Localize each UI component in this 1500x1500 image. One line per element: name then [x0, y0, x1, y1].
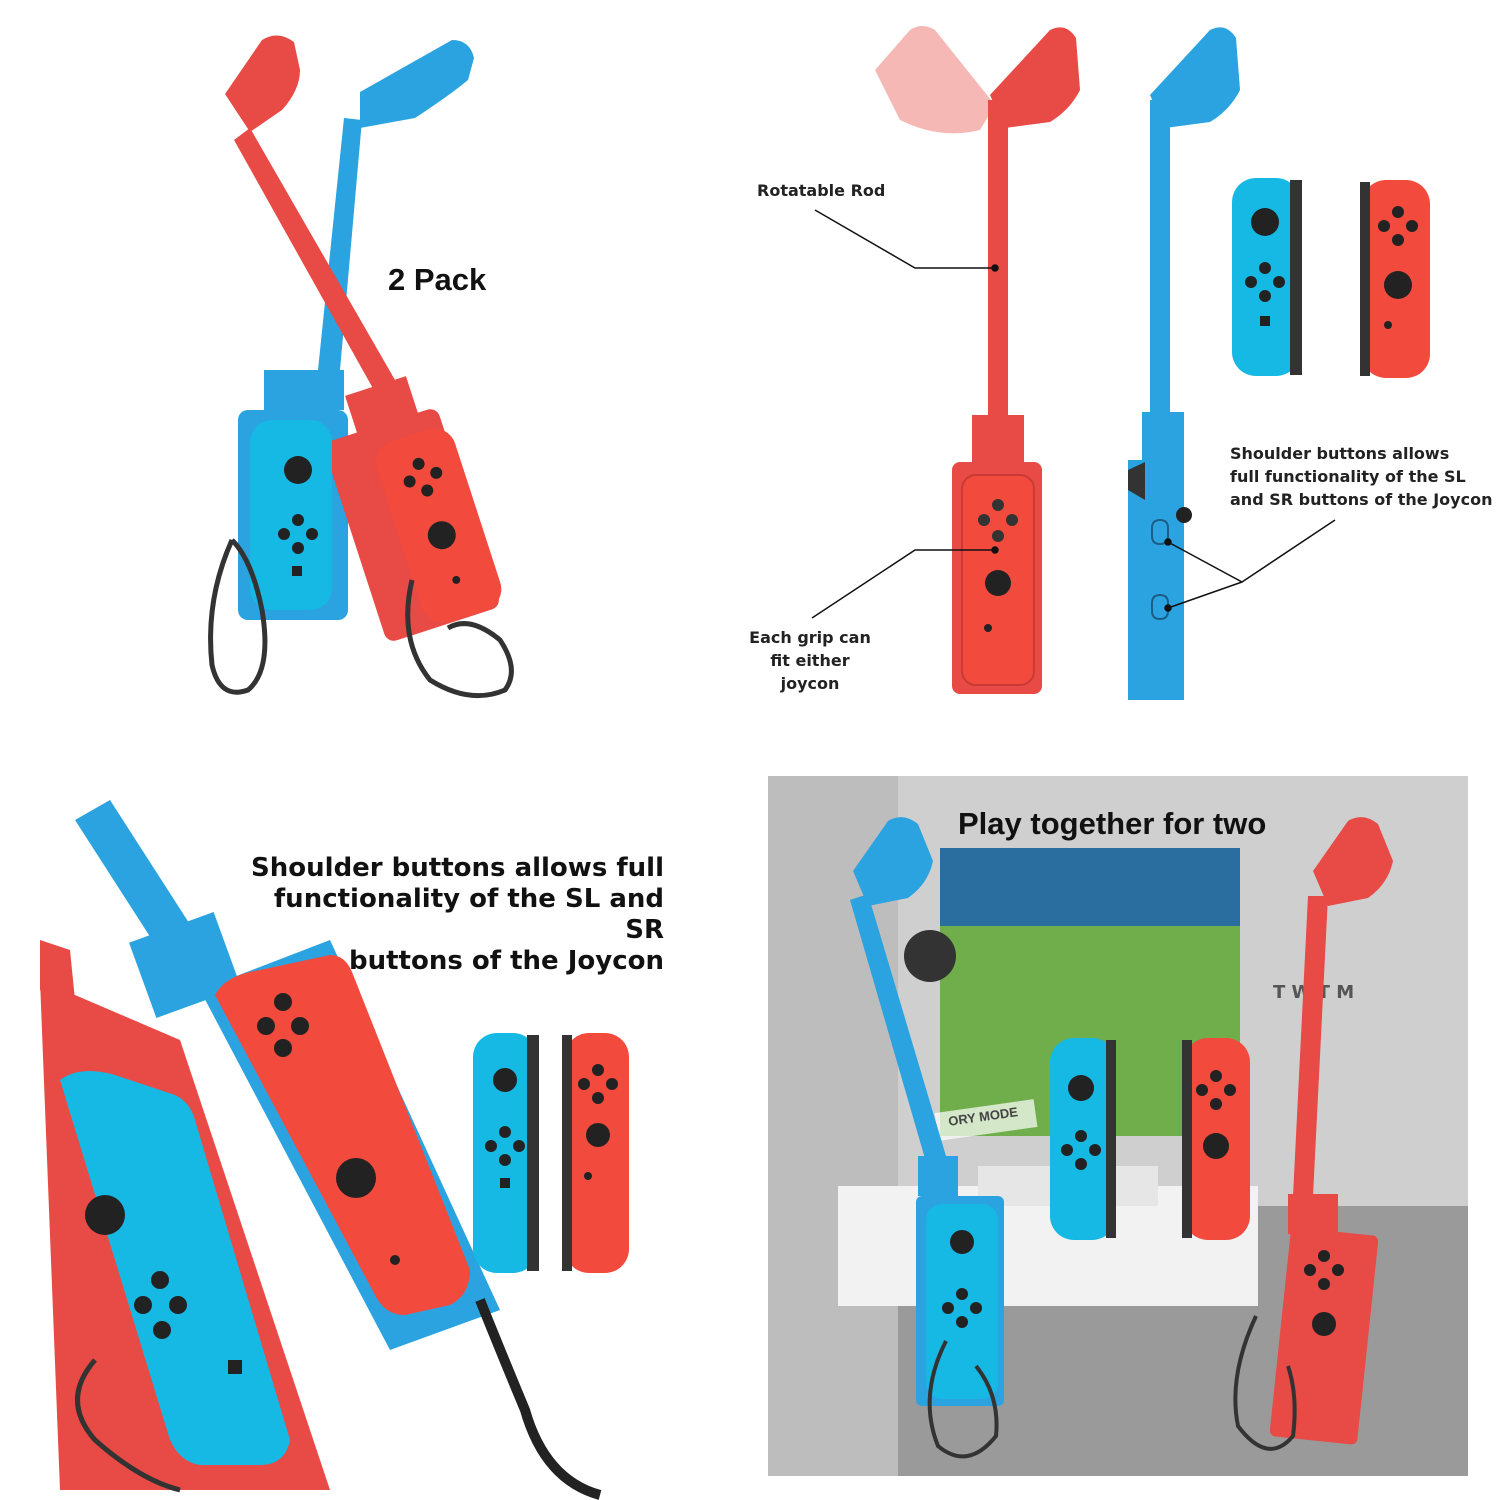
features-illustration — [811, 26, 1430, 700]
blue-golf-club — [850, 817, 1004, 1406]
red-golf-club — [1269, 817, 1393, 1445]
red-joycon — [376, 428, 502, 623]
panel-features: Rotatable Rod Each grip can fit either j… — [750, 0, 1500, 750]
panel-two-pack: 2 Pack — [0, 0, 750, 750]
heading-line2: functionality of the SL and SR — [273, 884, 664, 945]
blue-shaft — [75, 800, 200, 960]
heading-line3: buttons of the Joycon — [349, 946, 664, 976]
scene-strap-left — [927, 1340, 999, 1459]
strap-closeup-left — [75, 1358, 181, 1493]
scene-strap-right — [1233, 1315, 1297, 1451]
scene-red-joycon — [1182, 1038, 1250, 1240]
grip-fit-line1: Each grip can — [750, 628, 871, 647]
two-pack-illustration — [208, 35, 514, 699]
panel-play-together: T W T M — [768, 776, 1468, 1476]
rotated-head-ghost — [875, 26, 995, 134]
two-pack-title: 2 Pack — [388, 262, 487, 297]
loose-blue-joycon — [1232, 178, 1302, 376]
shoulder-line1: Shoulder buttons allows — [1230, 444, 1450, 463]
loose-red-joycon — [1360, 180, 1430, 378]
strap-closeup-right — [475, 1298, 602, 1500]
sr-button-slot — [1151, 594, 1169, 621]
blue-golf-club — [1128, 27, 1240, 700]
blue-joycon — [250, 420, 332, 610]
shoulder-buttons-label: Shoulder buttons allows full functionali… — [1230, 442, 1500, 511]
rotatable-rod-label: Rotatable Rod — [757, 181, 886, 200]
heading-line1: Shoulder buttons allows full — [251, 853, 664, 883]
closeup-illustration — [40, 800, 629, 1500]
shoulder-line3: and SR buttons of the Joycon — [1230, 490, 1493, 509]
strap-right — [405, 579, 514, 699]
shoulder-line2: full functionality of the SL — [1230, 467, 1466, 486]
scene-blue-joycon — [1050, 1038, 1116, 1240]
red-golf-club — [952, 27, 1080, 694]
play-together-scene: T W T M — [768, 776, 1468, 1476]
sl-button-slot — [1151, 519, 1169, 546]
small-blue-joycon — [473, 1033, 539, 1273]
grip-fit-label: Each grip can fit either joycon — [750, 626, 880, 695]
small-red-joycon — [562, 1033, 629, 1273]
panel-closeup — [0, 750, 750, 1500]
strap-left — [208, 538, 268, 695]
play-together-title: Play together for two — [958, 806, 1267, 841]
grip-fit-line2: fit either joycon — [770, 651, 850, 693]
shoulder-buttons-heading: Shoulder buttons allows full functionali… — [250, 853, 664, 977]
callout-lines — [811, 209, 1336, 619]
